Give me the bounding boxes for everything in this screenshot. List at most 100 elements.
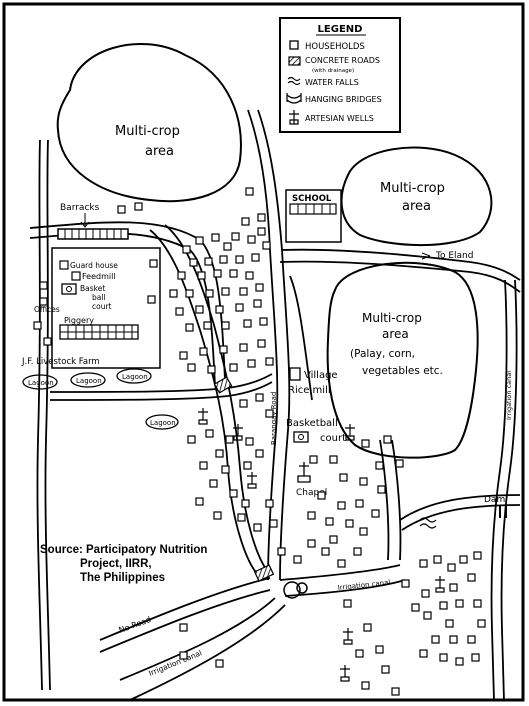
irrigation-canal-bottom-lower — [129, 604, 286, 701]
household-marker — [195, 236, 204, 245]
household-marker — [259, 317, 268, 326]
school-building — [289, 203, 337, 215]
chapel-label: Chapel — [296, 488, 327, 498]
household-marker — [411, 603, 420, 612]
household-marker — [179, 351, 188, 360]
legend-concrete-roads-label: CONCRETE ROADS — [305, 56, 380, 65]
household-marker — [241, 217, 250, 226]
household-marker — [215, 305, 224, 314]
legend-hanging-bridge-icon — [286, 93, 302, 104]
source-line3: The Philippines — [80, 572, 165, 584]
basketball-court-center-icon — [293, 431, 309, 443]
household-marker — [433, 555, 442, 564]
household-marker — [229, 269, 238, 278]
source-line1: Source: Participatory Nutrition — [40, 544, 207, 556]
multicrop-area-center-line2: area — [382, 327, 409, 341]
irrigation-canal-right-bank — [500, 279, 518, 701]
basketball-court-west-line3: court — [92, 302, 112, 311]
offices-label: Offices — [34, 305, 60, 314]
irrigation-canal-bottom-label: Irrigation canal — [147, 648, 203, 678]
no-road-upper — [99, 577, 271, 641]
household-marker — [207, 365, 216, 374]
household-marker — [329, 455, 338, 464]
roads — [29, 109, 521, 691]
basketball-court-center-line1: Basketball — [286, 418, 338, 429]
household-marker — [359, 527, 368, 536]
lagoon-label-2: Lagoon — [76, 377, 102, 385]
household-marker — [361, 439, 370, 448]
household-marker — [381, 665, 390, 674]
household-marker — [255, 393, 264, 402]
barracks-label: Barracks — [60, 203, 100, 213]
household-marker — [33, 321, 42, 330]
household-marker — [269, 519, 278, 528]
household-marker — [177, 271, 186, 280]
household-marker — [471, 653, 480, 662]
household-marker — [355, 649, 364, 658]
household-marker — [255, 449, 264, 458]
basketball-court-center-circle — [298, 434, 304, 440]
household-marker — [221, 465, 230, 474]
lagoons: Lagoon Lagoon Lagoon Lagoon — [22, 368, 179, 430]
household-marker — [419, 559, 428, 568]
household-marker — [247, 359, 256, 368]
household-marker — [149, 259, 158, 268]
household-marker — [219, 345, 228, 354]
household-marker — [337, 559, 346, 568]
household-marker — [147, 295, 156, 304]
household-marker — [237, 513, 246, 522]
household-marker — [395, 459, 404, 468]
household-marker — [215, 659, 224, 668]
household-marker — [235, 303, 244, 312]
household-marker — [309, 455, 318, 464]
school-building-divisions — [297, 204, 331, 214]
household-marker — [419, 649, 428, 658]
basketball-court-west-line1: Basket — [80, 284, 105, 293]
barracks-building — [57, 228, 129, 240]
household-marker — [445, 619, 454, 628]
household-marker — [213, 511, 222, 520]
multicrop-area-nw-outline — [56, 42, 242, 203]
household-marker — [477, 619, 486, 628]
feedmill-label: Feedmill — [82, 272, 116, 281]
legend-title: LEGEND — [318, 24, 363, 35]
household-marker — [187, 435, 196, 444]
hanging-bridge-loop-2 — [296, 582, 308, 594]
concrete-bridge-north — [213, 376, 233, 394]
chapel-icon — [297, 462, 311, 483]
household-marker — [439, 601, 448, 610]
household-marker — [243, 319, 252, 328]
household-marker — [204, 257, 213, 266]
barangay-road-label: Barangay Road — [270, 392, 278, 445]
rice-mill-icon — [289, 367, 301, 381]
household-marker — [455, 657, 464, 666]
basketball-court-west-center — [66, 286, 72, 292]
village-rice-mill-line1: Village — [304, 370, 338, 381]
household-marker — [253, 299, 262, 308]
household-marker — [439, 653, 448, 662]
hanging-bridge-loop-1 — [283, 581, 301, 599]
household-marker — [189, 258, 198, 267]
household-marker — [337, 501, 346, 510]
legend-households-label: HOUSEHOLDS — [305, 42, 365, 52]
household-marker — [43, 337, 52, 346]
household-marker — [265, 409, 274, 418]
school-label: SCHOOL — [292, 194, 332, 204]
legend: LEGEND HOUSEHOLDS CONCRETE ROADS (with d… — [279, 17, 401, 133]
household-marker — [245, 187, 254, 196]
school-compound — [285, 189, 342, 243]
household-marker — [473, 599, 482, 608]
household-marker — [215, 449, 224, 458]
household-marker — [209, 479, 218, 488]
household-marker — [431, 635, 440, 644]
household-marker — [375, 461, 384, 470]
feedmill-icon — [71, 271, 81, 281]
household-marker — [179, 623, 188, 632]
household-marker — [39, 281, 48, 290]
household-marker — [473, 551, 482, 560]
household-marker — [449, 635, 458, 644]
household-marker — [467, 573, 476, 582]
household-marker — [371, 509, 380, 518]
